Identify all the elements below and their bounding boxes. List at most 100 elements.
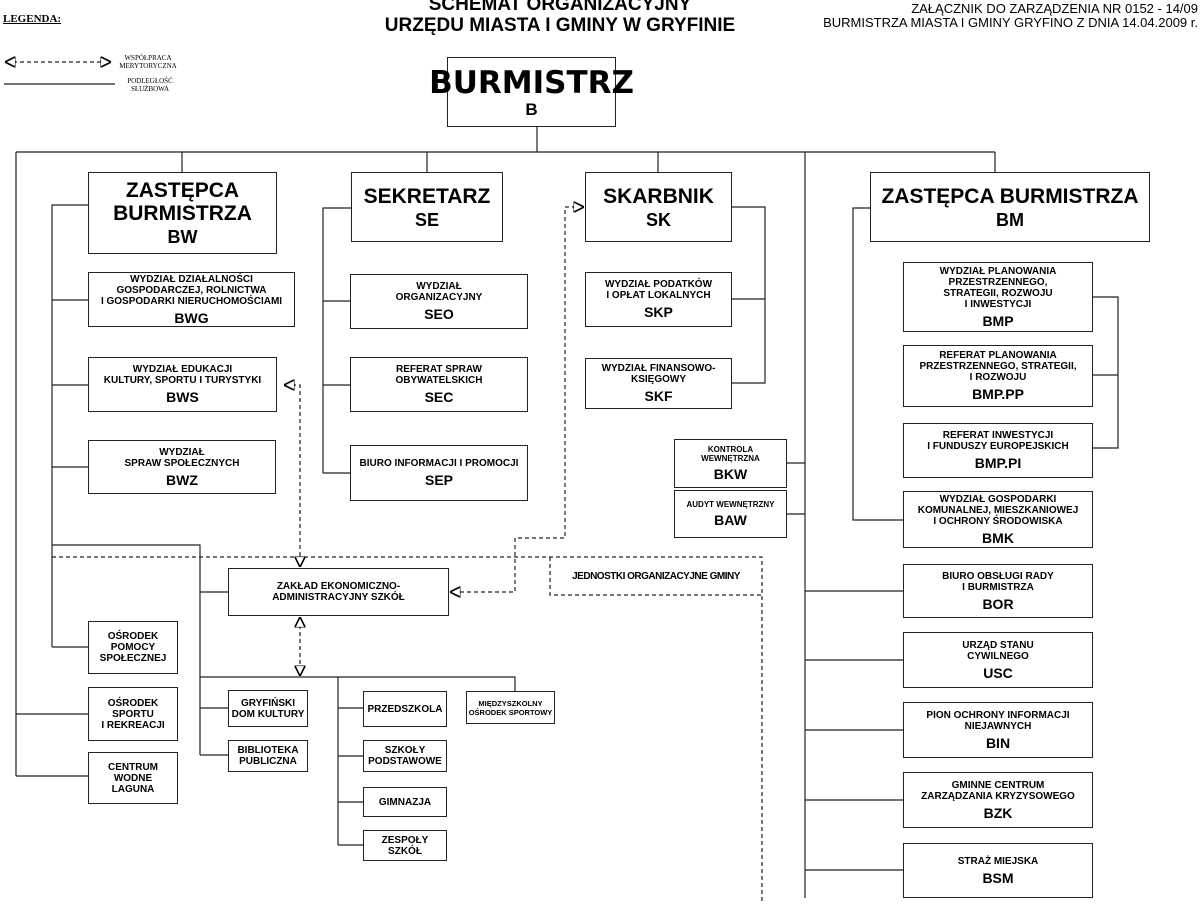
box-name: WYDZIAŁ DZIAŁALNOŚCI GOSPODARCZEJ, ROLNI… [100, 273, 283, 307]
box-name: GMINNE CENTRUM ZARZĄDZANIA KRYZYSOWEGO [921, 779, 1075, 802]
box-name: PRZEDSZKOLA [367, 703, 443, 715]
box-name: CENTRUM WODNE LAGUNA [108, 761, 158, 795]
box-ops: OŚRODEK POMOCY SPOŁECZNEJ [88, 621, 178, 674]
box-bmk: WYDZIAŁ GOSPODARKI KOMUNALNEJ, MIESZKANI… [903, 491, 1093, 548]
box-name: PION OCHRONY INFORMACJI NIEJAWNYCH [926, 709, 1070, 732]
title-line-2: URZĘDU MIASTA I GMINY W GRYFINIE [384, 15, 736, 36]
box-biblioteka: BIBLIOTEKA PUBLICZNA [228, 740, 308, 772]
box-name: MIĘDZYSZKOLNY OŚRODEK SPORTOWY [468, 698, 553, 717]
box-bor: BIURO OBSŁUGI RADY I BURMISTRZA BOR [903, 564, 1093, 618]
box-name: SEKRETARZ [363, 184, 491, 208]
box-code: SEP [424, 472, 453, 488]
box-name: OŚRODEK POMOCY SPOŁECZNEJ [99, 631, 167, 664]
box-bwg: WYDZIAŁ DZIAŁALNOŚCI GOSPODARCZEJ, ROLNI… [88, 272, 295, 327]
box-seo: WYDZIAŁ ORGANIZACYJNY SEO [350, 274, 528, 329]
box-code: SK [645, 209, 671, 230]
box-name: SKARBNIK [603, 184, 714, 208]
box-bws: WYDZIAŁ EDUKACJI KULTURY, SPORTU I TURYS… [88, 357, 277, 412]
box-name: WYDZIAŁ PODATKÓW I OPŁAT LOKALNYCH [604, 279, 713, 301]
box-code: BWG [174, 309, 209, 326]
box-code: BWZ [166, 471, 198, 488]
box-bkw: KONTROLA WEWNĘTRZNA BKW [674, 439, 787, 488]
units-label: JEDNOSTKI ORGANIZACYJNE GMINY [572, 570, 740, 582]
box-name: WYDZIAŁ GOSPODARKI KOMUNALNEJ, MIESZKANI… [917, 493, 1079, 527]
box-name: WYDZIAŁ ORGANIZACYJNY [395, 281, 483, 303]
box-name: BIURO INFORMACJI I PROMOCJI [359, 458, 519, 469]
box-bmp-pp: REFERAT PLANOWANIA PRZESTRZENNEGO, STRAT… [903, 345, 1093, 407]
box-code: BMP [982, 312, 1014, 329]
box-code: BMP.PI [974, 455, 1022, 471]
box-name: REFERAT PLANOWANIA PRZESTRZENNEGO, STRAT… [919, 350, 1077, 383]
box-code: BWS [166, 389, 199, 405]
annex-line-1: ZAŁĄCZNIK DO ZARZĄDZENIA NR 0152 - 14/09 [911, 1, 1198, 16]
legend-dashed-label: WSPÓŁPRACA MERYTORYCZNA [119, 54, 177, 70]
box-name: GRYFIŃSKI DOM KULTURY [231, 697, 305, 720]
box-usc: URZĄD STANU CYWILNEGO USC [903, 632, 1093, 688]
box-gdk: GRYFIŃSKI DOM KULTURY [228, 690, 308, 727]
box-name: GIMNAZJA [378, 796, 432, 808]
legend-heading: LEGENDA: [3, 13, 62, 25]
box-name: ZAKŁAD EKONOMICZNO- ADMINISTRACYJNY SZKÓ… [272, 581, 405, 603]
box-code: B [525, 99, 538, 119]
box-code: BAW [714, 512, 747, 528]
box-code: SEC [424, 389, 454, 405]
box-code: BZK [983, 804, 1013, 821]
box-bwz: WYDZIAŁ SPRAW SPOŁECZNYCH BWZ [88, 440, 276, 494]
box-name: BIBLIOTEKA PUBLICZNA [237, 745, 299, 767]
box-code: BW [167, 227, 198, 247]
box-sec: REFERAT SPRAW OBYWATELSKICH SEC [350, 357, 528, 412]
box-name: ZESPOŁY SZKÓŁ [381, 834, 429, 857]
box-code: SE [414, 209, 439, 230]
box-code: SKF [644, 388, 673, 404]
box-code: BMK [982, 529, 1014, 546]
box-code: SKP [644, 304, 673, 320]
box-code: BMP.PP [972, 386, 1024, 402]
box-laguna: CENTRUM WODNE LAGUNA [88, 752, 178, 804]
box-bmp-pi: REFERAT INWESTYCJI I FUNDUSZY EUROPEJSKI… [903, 423, 1093, 478]
box-code: USC [983, 664, 1013, 681]
box-skp: WYDZIAŁ PODATKÓW I OPŁAT LOKALNYCH SKP [585, 272, 732, 327]
box-code: BIN [985, 734, 1011, 751]
box-name: STRAŻ MIEJSKA [957, 855, 1039, 867]
box-code: BOR [982, 595, 1014, 612]
box-bsm: STRAŻ MIEJSKA BSM [903, 843, 1093, 898]
box-name: WYDZIAŁ EDUKACJI KULTURY, SPORTU I TURYS… [103, 364, 262, 386]
legend-solid-label: PODLEGŁOŚĆ SŁUŻBOWA [127, 77, 173, 93]
box-code: SEO [424, 306, 454, 322]
box-skf: WYDZIAŁ FINANSOWO- KSIĘGOWY SKF [585, 358, 732, 409]
box-name: WYDZIAŁ FINANSOWO- KSIĘGOWY [601, 363, 716, 385]
box-baw: AUDYT WEWNĘTRZNY BAW [674, 490, 787, 538]
annex-note: ZAŁĄCZNIK DO ZARZĄDZENIA NR 0152 - 14/09… [823, 2, 1198, 30]
box-osir: OŚRODEK SPORTU I REKREACJI [88, 687, 178, 741]
box-szkoly-podstawowe: SZKOŁY PODSTAWOWE [363, 740, 447, 772]
box-mos: MIĘDZYSZKOLNY OŚRODEK SPORTOWY [466, 691, 555, 724]
box-name: AUDYT WEWNĘTRZNY [686, 500, 775, 509]
box-sep: BIURO INFORMACJI I PROMOCJI SEP [350, 445, 528, 501]
box-bmp: WYDZIAŁ PLANOWANIA PRZESTRZENNEGO, STRAT… [903, 262, 1093, 332]
box-gimnazja: GIMNAZJA [363, 787, 447, 817]
box-bzk: GMINNE CENTRUM ZARZĄDZANIA KRYZYSOWEGO BZ… [903, 772, 1093, 828]
box-code: BSM [982, 869, 1014, 886]
box-code: BM [996, 209, 1024, 230]
box-przedszkola: PRZEDSZKOLA [363, 691, 447, 727]
box-name: BURMISTRZ [429, 64, 634, 101]
title-line-1: SCHEMAT ORGANIZACYJNY [428, 0, 692, 15]
box-bin: PION OCHRONY INFORMACJI NIEJAWNYCH BIN [903, 702, 1093, 758]
box-name: URZĄD STANU CYWILNEGO [962, 639, 1034, 662]
box-name: WYDZIAŁ PLANOWANIA PRZESTRZENNEGO, STRAT… [939, 265, 1057, 310]
box-name: BIURO OBSŁUGI RADY I BURMISTRZA [942, 570, 1054, 593]
box-name: ZASTĘPCA BURMISTRZA [881, 184, 1139, 208]
box-name: KONTROLA WEWNĘTRZNA [701, 445, 760, 463]
box-name: WYDZIAŁ SPRAW SPOŁECZNYCH [124, 446, 240, 469]
box-code: BKW [713, 466, 748, 482]
box-name: REFERAT INWESTYCJI I FUNDUSZY EUROPEJSKI… [927, 430, 1069, 452]
box-name: REFERAT SPRAW OBYWATELSKICH [395, 364, 483, 386]
